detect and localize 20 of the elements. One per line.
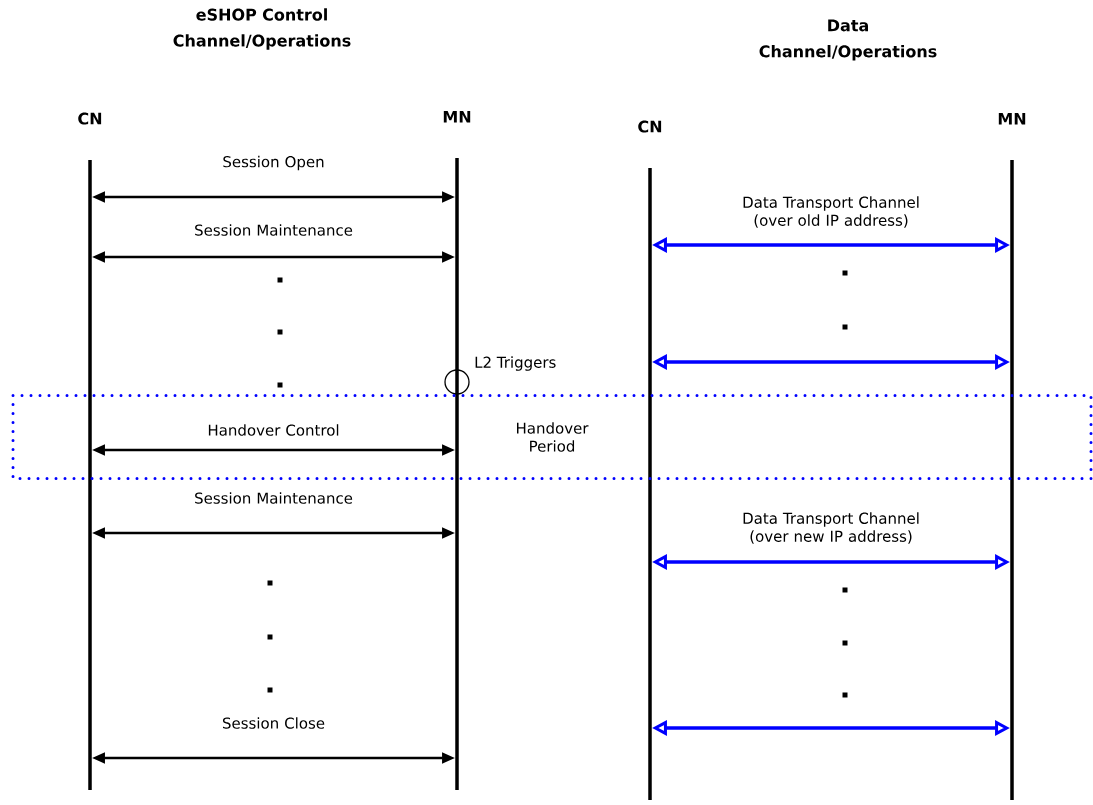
edge-label: Session Close <box>222 717 325 729</box>
lifeline-heading: CN <box>638 120 662 133</box>
trigger-label: L2 Triggers <box>475 356 556 371</box>
lifeline <box>78 112 102 790</box>
edge-label: Session Maintenance <box>195 492 353 504</box>
edge-label: Data Transport Channel (over new IP address) <box>743 512 919 544</box>
edge-label: Data Transport Channel (over old IP address) <box>743 196 919 228</box>
lifeline-heading: CN <box>78 112 102 125</box>
lifeline-heading: MN <box>443 110 471 123</box>
period-label: Handover Period <box>517 422 589 452</box>
lifeline <box>443 110 471 790</box>
edge-label: Session Maintenance <box>195 224 353 236</box>
event-marker <box>444 356 556 395</box>
column-title: eSHOP Control Channel/Operations <box>173 8 351 50</box>
edge-label: Session Open <box>223 155 324 171</box>
lifeline <box>638 120 662 800</box>
lifeline <box>998 112 1026 800</box>
edge-label: Handover Control <box>208 424 339 436</box>
lifeline-heading: MN <box>998 112 1026 125</box>
column-title: Data Channel/Operations <box>759 19 937 61</box>
